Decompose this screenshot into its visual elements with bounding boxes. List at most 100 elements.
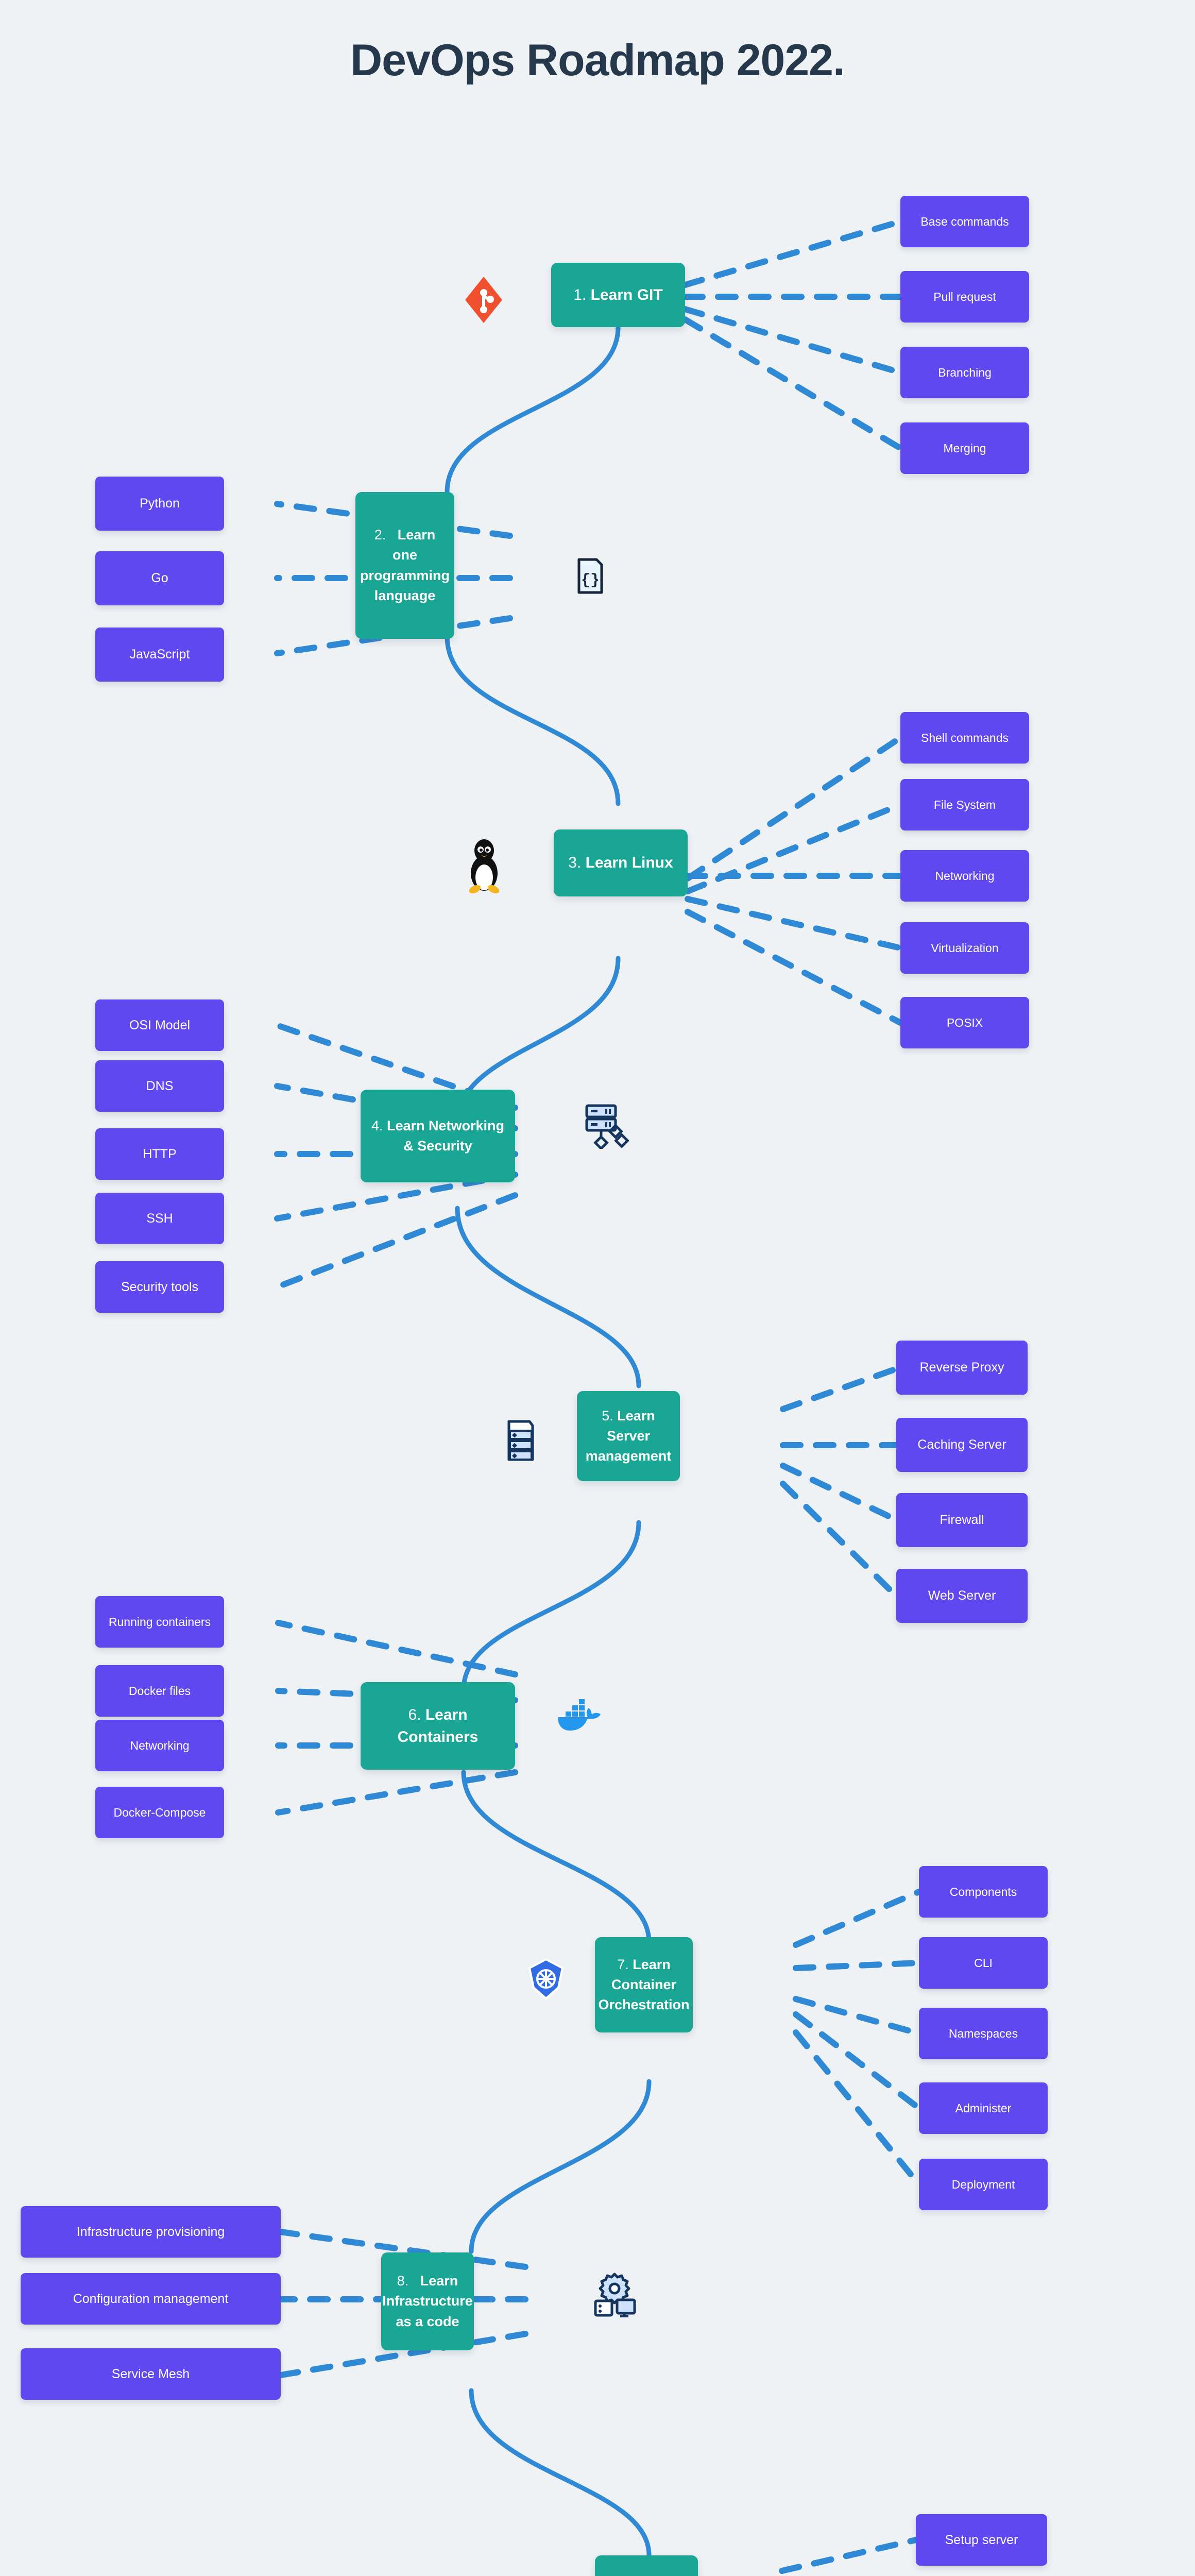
leaf-box[interactable]: Security tools: [95, 1261, 224, 1313]
leaf-box[interactable]: Docker-Compose: [95, 1787, 224, 1838]
leaf-box[interactable]: Infrastructure provisioning: [21, 2206, 281, 2258]
leaf-box[interactable]: Virtualization: [900, 922, 1029, 974]
node-label-2: 2. Learn one programming language: [360, 525, 450, 606]
leaf-box[interactable]: JavaScript: [95, 628, 224, 682]
leaf-box[interactable]: Docker files: [95, 1665, 224, 1717]
leaf-label: Docker-Compose: [113, 1805, 206, 1819]
node-step-8[interactable]: 8. Learn Infrastructure as a code: [381, 2252, 474, 2350]
leaf-label: POSIX: [946, 1015, 983, 1029]
leaf-box[interactable]: SSH: [95, 1193, 224, 1244]
node-step-6[interactable]: 6. Learn Containers: [361, 1682, 515, 1770]
leaf-label: Networking: [935, 869, 995, 883]
kubernetes-helm-icon: [528, 1958, 564, 2000]
node-step-3[interactable]: 3. Learn Linux: [554, 829, 688, 896]
leaf-label: HTTP: [143, 1146, 177, 1161]
leaf-label: Reverse Proxy: [919, 1360, 1004, 1375]
node-title-7: Learn Container Orchestration: [598, 1956, 690, 2013]
leaf-box[interactable]: POSIX: [900, 997, 1029, 1048]
leaf-label: Networking: [130, 1738, 190, 1752]
leaf-box[interactable]: OSI Model: [95, 999, 224, 1051]
infrastructure-gear-icon: [594, 2273, 636, 2317]
node-title-4: Learn Networking & Security: [387, 1117, 505, 1154]
leaf-box[interactable]: File System: [900, 779, 1029, 831]
docker-whale-icon: [558, 1699, 601, 1731]
node-title-1: Learn GIT: [590, 286, 663, 303]
leaf-box[interactable]: CLI: [919, 1937, 1048, 1989]
leaf-box[interactable]: Administer: [919, 2082, 1048, 2134]
leaf-label: Security tools: [121, 1279, 199, 1294]
leaf-box[interactable]: DNS: [95, 1060, 224, 1112]
leaf-box[interactable]: Shell commands: [900, 712, 1029, 764]
leaf-label: Configuration management: [73, 2291, 229, 2306]
leaf-label: Setup server: [945, 2532, 1018, 2547]
leaf-box[interactable]: HTTP: [95, 1128, 224, 1180]
leaf-label: Namespaces: [948, 2026, 1018, 2040]
server-rack-icon: [507, 1420, 534, 1461]
node-label-6: 6. Learn Containers: [368, 1704, 508, 1749]
leaf-label: Components: [949, 1885, 1017, 1899]
svg-text:{}: {}: [581, 572, 600, 589]
node-step-5[interactable]: 5. Learn Server management: [577, 1391, 680, 1481]
leaf-box[interactable]: Go: [95, 551, 224, 605]
node-label-5: 5. Learn Server management: [584, 1406, 673, 1466]
leaf-label: Base commands: [920, 214, 1009, 228]
leaf-box[interactable]: Configuration management: [21, 2273, 281, 2325]
leaf-label: Docker files: [128, 1684, 191, 1698]
leaf-label: Firewall: [940, 1513, 984, 1527]
node-number-8: 8.: [397, 2273, 409, 2289]
leaf-label: OSI Model: [129, 1018, 191, 1032]
leaf-label: Branching: [938, 365, 992, 379]
node-number-7: 7.: [617, 1956, 629, 1972]
leaf-box[interactable]: Namespaces: [919, 2008, 1048, 2059]
leaf-label: Infrastructure provisioning: [76, 2224, 225, 2239]
leaf-box[interactable]: Reverse Proxy: [896, 1341, 1028, 1395]
node-number-4: 4.: [371, 1117, 383, 1133]
leaf-label: SSH: [146, 1211, 173, 1226]
leaf-label: Shell commands: [920, 731, 1009, 744]
leaf-box[interactable]: Python: [95, 477, 224, 531]
leaf-box[interactable]: Branching: [900, 347, 1029, 398]
node-step-1[interactable]: 1. Learn GIT: [551, 263, 685, 327]
leaf-label: File System: [933, 798, 996, 811]
leaf-box[interactable]: Caching Server: [896, 1418, 1028, 1472]
code-braces-icon: {}: [577, 558, 603, 594]
leaf-box[interactable]: Merging: [900, 422, 1029, 474]
node-label-1: 1. Learn GIT: [573, 284, 662, 307]
leaf-box[interactable]: Components: [919, 1866, 1048, 1918]
leaf-box[interactable]: Pull request: [900, 271, 1029, 323]
node-number-2: 2.: [374, 527, 386, 543]
leaf-label: JavaScript: [129, 647, 190, 662]
node-title-6: Learn Containers: [397, 1706, 479, 1746]
leaf-box[interactable]: Deployment: [919, 2159, 1048, 2210]
leaf-label: Administer: [955, 2101, 1012, 2115]
git-icon: [465, 277, 502, 323]
node-number-3: 3.: [568, 854, 582, 872]
node-label-7: 7. Learn Container Orchestration: [598, 1955, 689, 2015]
node-step-2[interactable]: 2. Learn one programming language: [355, 492, 454, 639]
page-title: DevOps Roadmap 2022.: [350, 36, 845, 85]
leaf-box[interactable]: Setup server: [916, 2514, 1047, 2566]
node-label-8: 8. Learn Infrastructure as a code: [382, 2271, 473, 2331]
leaf-label: Merging: [943, 441, 986, 455]
leaf-box[interactable]: Running containers: [95, 1596, 224, 1648]
leaf-box[interactable]: Networking: [900, 850, 1029, 902]
leaf-label: Python: [140, 496, 180, 511]
node-step-4[interactable]: 4. Learn Networking & Security: [361, 1090, 515, 1182]
leaf-label: Service Mesh: [111, 2366, 190, 2381]
server-network-icon: [585, 1104, 629, 1149]
leaf-label: Go: [151, 571, 168, 585]
node-step-9[interactable]: 9. Learn CI/CD: [595, 2555, 698, 2576]
node-title-3: Learn Linux: [585, 854, 673, 872]
leaf-label: Pull request: [933, 290, 996, 303]
leaf-label: Web Server: [928, 1588, 996, 1603]
leaf-box[interactable]: Web Server: [896, 1569, 1028, 1623]
leaf-label: CLI: [974, 1956, 993, 1970]
leaf-box[interactable]: Base commands: [900, 196, 1029, 247]
leaf-box[interactable]: Firewall: [896, 1493, 1028, 1547]
leaf-box[interactable]: Networking: [95, 1720, 224, 1771]
leaf-box[interactable]: Service Mesh: [21, 2348, 281, 2400]
leaf-label: Running containers: [108, 1615, 211, 1629]
leaf-label: Deployment: [951, 2177, 1015, 2191]
node-step-7[interactable]: 7. Learn Container Orchestration: [595, 1937, 693, 2032]
